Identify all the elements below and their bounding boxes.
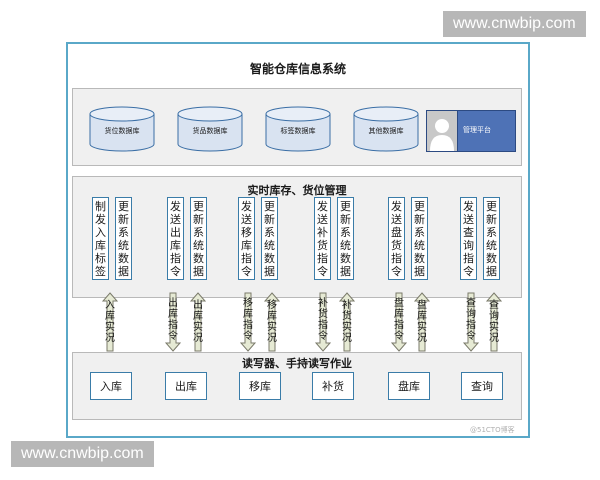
- up-arrow-icon: [414, 292, 430, 352]
- command-box: 制发入库标签: [92, 197, 109, 280]
- update-box: 更新系统数据: [411, 197, 428, 280]
- up-arrow-icon: [264, 292, 280, 352]
- down-arrow-icon: [463, 292, 479, 352]
- arrow-label: 出库实况: [193, 300, 203, 344]
- database-location: 货位数据库: [89, 106, 155, 152]
- database-cylinder-icon: [89, 106, 155, 152]
- update-box: 更新系统数据: [115, 197, 132, 280]
- action-box: 补货: [312, 372, 354, 400]
- down-arrow-icon: [391, 292, 407, 352]
- action-box: 盘库: [388, 372, 430, 400]
- database-cylinder-icon: [353, 106, 419, 152]
- database-other: 其他数据库: [353, 106, 419, 152]
- update-box: 更新系统数据: [261, 197, 278, 280]
- database-goods: 货品数据库: [177, 106, 243, 152]
- arrow-label: 补货实况: [342, 300, 352, 344]
- arrow-label: 移库指令: [243, 298, 253, 342]
- update-box: 更新系统数据: [337, 197, 354, 280]
- down-arrow-icon: [165, 292, 181, 352]
- arrow-label: 查询实况: [489, 300, 499, 344]
- arrow-label: 入库实况: [105, 300, 115, 344]
- database-label: 其他数据库: [368, 127, 404, 135]
- command-box: 发送补货指令: [314, 197, 331, 280]
- update-box: 更新系统数据: [483, 197, 500, 280]
- database-cylinder-icon: [265, 106, 331, 152]
- up-arrow-icon: [486, 292, 502, 352]
- action-box: 出库: [165, 372, 207, 400]
- update-box: 更新系统数据: [190, 197, 207, 280]
- management-panel-title: 实时库存、货位管理: [247, 184, 347, 197]
- database-label: 标签数据库: [280, 127, 316, 135]
- up-arrow-icon: [339, 292, 355, 352]
- diagram-title: 智能仓库信息系统: [249, 62, 346, 76]
- up-arrow-icon: [190, 292, 206, 352]
- user-avatar-icon: [427, 111, 458, 151]
- database-tags: 标签数据库: [265, 106, 331, 152]
- reader-panel: 读写器、手持读写作业: [72, 352, 522, 420]
- watermark-top: www.cnwbip.com: [443, 11, 586, 37]
- action-box: 移库: [239, 372, 281, 400]
- source-credit: @51CTO博客: [470, 426, 515, 434]
- admin-platform: 管理平台: [426, 110, 516, 152]
- arrow-label: 出库指令: [168, 298, 178, 342]
- watermark-bottom: www.cnwbip.com: [11, 441, 154, 467]
- command-box: 发送出库指令: [167, 197, 184, 280]
- command-box: 发送查询指令: [460, 197, 477, 280]
- down-arrow-icon: [315, 292, 331, 352]
- arrow-label: 盘库实况: [417, 300, 427, 344]
- down-arrow-icon: [240, 292, 256, 352]
- management-panel: 实时库存、货位管理: [72, 176, 522, 298]
- database-label: 货位数据库: [104, 127, 140, 135]
- reader-panel-title: 读写器、手持读写作业: [242, 357, 352, 370]
- action-box: 入库: [90, 372, 132, 400]
- arrow-label: 补货指令: [318, 298, 328, 342]
- database-label: 货品数据库: [192, 127, 228, 135]
- arrow-label: 移库实况: [267, 300, 277, 344]
- command-box: 发送盘货指令: [388, 197, 405, 280]
- database-cylinder-icon: [177, 106, 243, 152]
- arrow-label: 盘库指令: [394, 298, 404, 342]
- action-box: 查询: [461, 372, 503, 400]
- admin-platform-label: 管理平台: [463, 126, 491, 134]
- arrow-label: 查询指令: [466, 298, 476, 342]
- up-arrow-icon: [102, 292, 118, 352]
- command-box: 发送移库指令: [238, 197, 255, 280]
